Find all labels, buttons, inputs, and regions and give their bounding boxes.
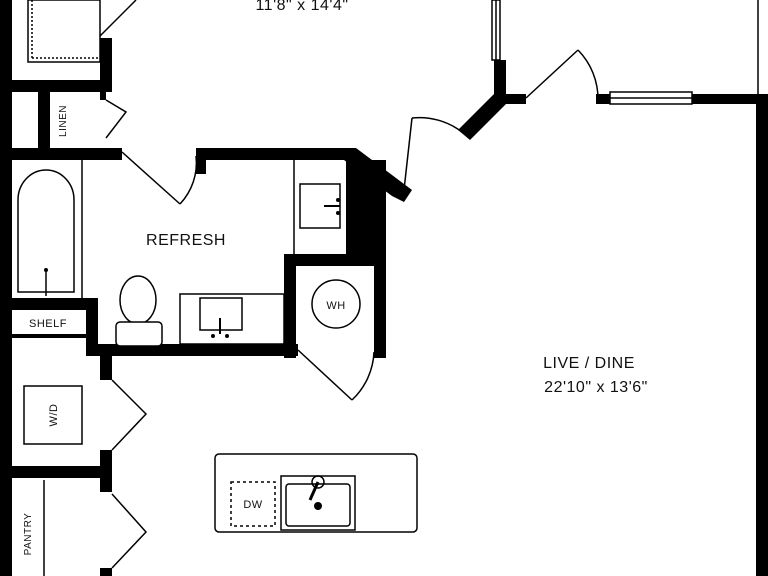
top-left-closet	[27, 0, 101, 63]
lower-vanity	[179, 293, 285, 345]
shelf-label: SHELF	[29, 318, 67, 330]
wh-label: WH	[326, 300, 345, 312]
dw-label: DW	[243, 499, 262, 511]
water-heater	[311, 279, 361, 329]
live-dine-dimensions: 22'10" x 13'6"	[544, 379, 648, 396]
upper-vanity	[293, 160, 341, 254]
linen-label: LINEN	[58, 105, 69, 137]
bath-fixtures	[17, 160, 361, 347]
bathtub	[17, 169, 75, 293]
washer-dryer	[23, 385, 83, 445]
windows	[491, 0, 693, 105]
top-room-dimensions: 11'8" x 14'4"	[255, 0, 348, 14]
toilet	[115, 275, 163, 347]
kitchen-island	[214, 453, 418, 533]
pantry-label: PANTRY	[23, 513, 34, 556]
live-dine-label: LIVE / DINE	[543, 355, 635, 372]
dishwasher	[230, 481, 276, 527]
wd-label: W/D	[48, 404, 60, 427]
laundry-pantry	[23, 385, 83, 576]
refresh-label: REFRESH	[146, 232, 226, 249]
doors	[99, 0, 599, 569]
